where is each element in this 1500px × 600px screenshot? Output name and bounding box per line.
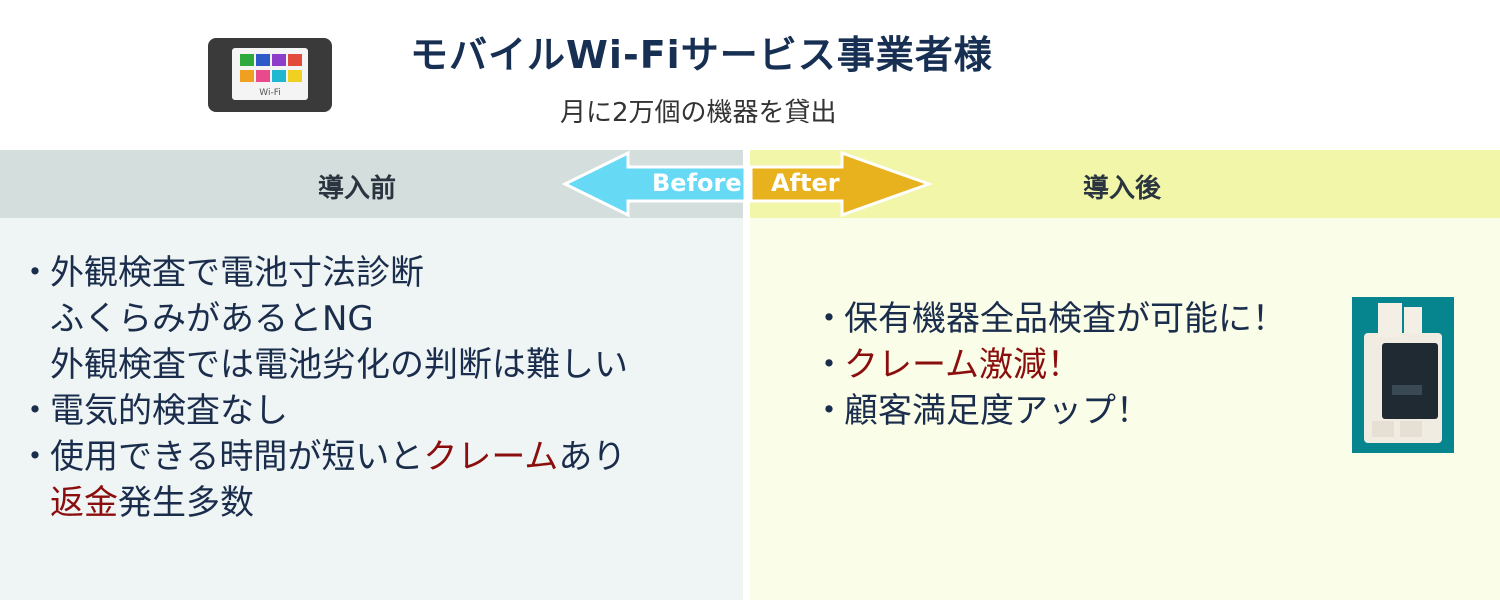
list-item: ・電気的検査なし [18,391,288,431]
list-item: ・顧客満足度アップ！ [812,391,1150,431]
emphasis-text: クレーム [423,437,559,477]
list-item: ふくらみがあるとNG [50,299,374,339]
emphasis-text: クレーム激減！ [844,345,1081,385]
page-subtitle: 月に2万個の機器を貸出 [560,98,837,128]
before-arrow-text: Before [652,169,742,197]
list-item: 外観検査では電池劣化の判断は難しい [50,345,628,385]
after-list: ・保有機器全品検査が可能に！ ・クレーム激減！ ・顧客満足度アップ！ [812,296,1286,434]
page-title: モバイルWi-Fiサービス事業者様 [410,33,993,77]
before-label: 導入前 [318,174,397,204]
list-item: ・外観検査で電池寸法診断 [18,253,424,293]
after-label: 導入後 [1083,174,1162,204]
before-arrow-icon [562,150,747,218]
list-item: ・使用できる時間が短いとクレームあり [18,437,627,477]
after-arrow-text: After [771,169,840,197]
list-item: ・クレーム激減！ [812,345,1081,385]
emphasis-text: 返金 [50,483,118,523]
list-item: ・保有機器全品検査が可能に！ [812,299,1286,339]
battery-tester-device-icon [1352,297,1454,453]
list-item: 返金発生多数 [50,483,254,523]
after-arrow-icon [749,150,932,218]
header: Wi-Fi モバイルWi-Fiサービス事業者様 月に2万個の機器を貸出 [0,0,1500,150]
before-list: ・外観検査で電池寸法診断 ふくらみがあるとNG 外観検査では電池劣化の判断は難し… [18,250,628,526]
device-label: Wi-Fi [259,88,281,98]
mobile-wifi-router-icon: Wi-Fi [208,38,332,112]
